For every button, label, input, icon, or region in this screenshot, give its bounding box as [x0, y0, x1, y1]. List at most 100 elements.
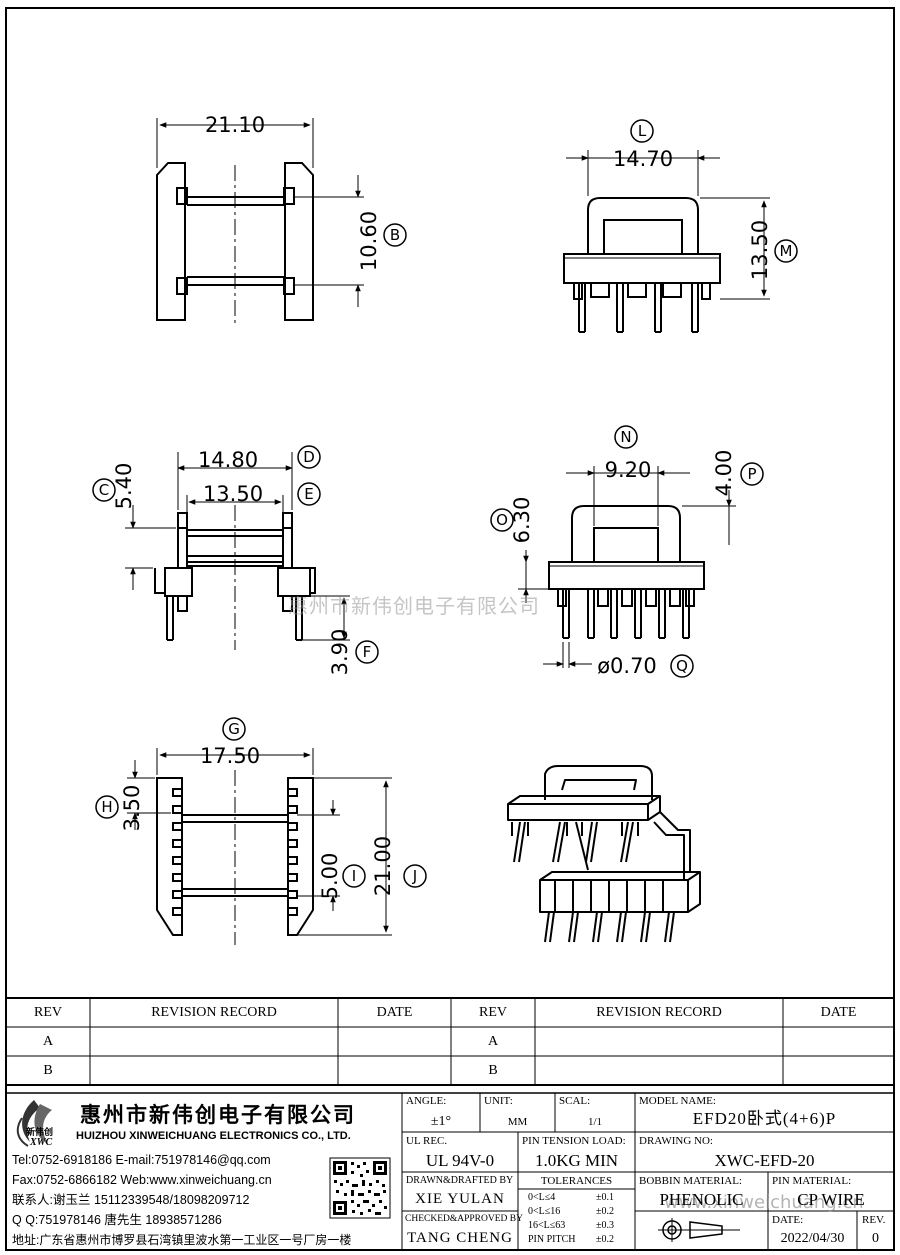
callout-m: M	[780, 242, 793, 260]
pin-tension-value: 1.0KG MIN	[534, 1151, 619, 1170]
company-name-cn: 惠州市新伟创电子有限公司	[80, 1104, 356, 1127]
date-value: 2022/04/30	[780, 1231, 845, 1246]
rev-header-1: REV	[34, 1005, 62, 1020]
watermark-center: 惠州市新伟创电子有限公司	[288, 594, 540, 618]
tol-range-2: 0<L≤16	[528, 1206, 561, 1217]
tol-value-2: ±0.2	[596, 1206, 614, 1217]
dim-bottom-pitch: 3.50	[120, 785, 144, 832]
dim-front-inner: 13.50	[203, 482, 263, 506]
tol-range-3: 16<L≤63	[528, 1220, 566, 1231]
pin-tension-label: PIN TENSION LOAD:	[522, 1135, 626, 1147]
dim-side-width: 14.70	[613, 147, 673, 171]
title-block-grid	[6, 1092, 894, 1250]
contact-fax: Fax:0752-6866182 Web:www.xinweichuang.cn	[12, 1173, 272, 1187]
callout-b: B	[390, 226, 400, 244]
dim-top-height: 10.60	[357, 211, 381, 271]
callout-c: C	[99, 481, 109, 499]
rev-row-b-left: B	[43, 1063, 53, 1078]
callout-letters: L M B D E C F N P O Q G H I J	[99, 122, 793, 885]
bobbin-material-value: PHENOLIC	[659, 1190, 744, 1209]
dim-end-width: 9.20	[605, 458, 652, 482]
callout-i: I	[352, 867, 356, 885]
unit-label: UNIT:	[484, 1095, 513, 1107]
tol-value-3: ±0.3	[596, 1220, 614, 1231]
revision-record-header-2: REVISION RECORD	[596, 1005, 722, 1020]
end-view	[548, 505, 705, 639]
rev-header-2: REV	[479, 1005, 507, 1020]
tol-value-1: ±0.1	[596, 1192, 614, 1203]
callout-j: J	[412, 867, 417, 885]
ul-rec-value: UL 94V-0	[425, 1151, 495, 1170]
callout-h: H	[101, 798, 112, 816]
ul-rec-label: UL REC.	[406, 1135, 448, 1147]
tol-range-4: PIN PITCH	[528, 1234, 576, 1245]
isometric-view	[507, 765, 701, 943]
angle-label: ANGLE:	[406, 1095, 447, 1107]
drawing-no-value: XWC-EFD-20	[714, 1151, 815, 1170]
checked-by-value: TANG CHENG	[407, 1230, 513, 1246]
qr-code	[329, 1157, 391, 1219]
sheet-border	[5, 7, 895, 1251]
scale-label: SCAL:	[559, 1095, 591, 1107]
dim-front-pin: 3.90	[328, 629, 352, 676]
contact-person: 联系人:谢玉兰 15112339548/18098209712	[12, 1193, 250, 1207]
dim-front-outer: 14.80	[198, 448, 258, 472]
callout-q: Q	[676, 657, 688, 675]
contact-qq: Q Q:751978146 唐先生 18938571286	[12, 1213, 222, 1227]
drawing-no-label: DRAWING NO:	[639, 1135, 713, 1147]
contact-tel: Tel:0752-6918186 E-mail:751978146@qq.com	[12, 1153, 271, 1167]
drawn-by-value: XIE YULAN	[415, 1191, 505, 1207]
dim-top-width: 21.10	[205, 113, 265, 137]
callout-g: G	[228, 720, 240, 738]
rev-value: 0	[872, 1231, 879, 1246]
dim-bottom-height: 21.00	[371, 836, 395, 896]
bobbin-material-label: BOBBIN MATERIAL:	[639, 1175, 742, 1187]
callout-d: D	[303, 448, 315, 466]
revision-record-header-1: REVISION RECORD	[151, 1005, 277, 1020]
model-name-label: MODEL NAME:	[639, 1095, 716, 1107]
top-view	[156, 162, 314, 325]
date-header-2: DATE	[820, 1005, 857, 1020]
date-header-1: DATE	[376, 1005, 413, 1020]
logo-en: XWC	[30, 1137, 53, 1148]
projection-symbol	[658, 1218, 740, 1242]
date-label: DATE:	[772, 1214, 804, 1226]
rev-label: REV.	[862, 1214, 886, 1226]
bottom-view	[156, 770, 314, 945]
front-view	[154, 505, 316, 650]
callout-o: O	[496, 511, 508, 529]
callout-f: F	[363, 643, 372, 661]
pin-material-label: PIN MATERIAL:	[772, 1175, 852, 1187]
revision-table-grid	[6, 997, 894, 1086]
rev-row-b-right: B	[488, 1063, 498, 1078]
checked-by-label: CHECKED&APPROVED BY	[405, 1214, 523, 1224]
model-name-value: EFD20卧式(4+6)P	[692, 1109, 837, 1128]
callout-n: N	[620, 428, 631, 446]
dim-pin-dia: ø0.70	[597, 654, 657, 678]
dim-front-flange: 5.40	[112, 463, 136, 510]
callout-circles	[92, 119, 798, 888]
angle-value: ±1°	[430, 1114, 452, 1129]
unit-value: MM	[507, 1116, 528, 1128]
rev-row-a-left: A	[42, 1034, 54, 1049]
tol-value-4: ±0.2	[596, 1234, 614, 1245]
watermark-footer: www.xinweichuang.cn	[664, 1192, 864, 1213]
dim-side-height: 13.50	[748, 220, 772, 280]
pin-material-value: CP WIRE	[797, 1190, 865, 1209]
dim-end-top: 4.00	[712, 450, 736, 497]
logo-cn: 新伟创	[26, 1127, 54, 1137]
callout-e: E	[304, 485, 313, 503]
scale-value: 1/1	[587, 1116, 603, 1128]
callout-l: L	[638, 122, 647, 140]
dim-bottom-width: 17.50	[200, 744, 260, 768]
callout-p: P	[747, 465, 756, 483]
drawn-by-label: DRAWN&DRAFTED BY	[406, 1175, 514, 1186]
company-logo	[16, 1100, 52, 1147]
dimension-labels: 21.10 10.60 14.70 13.50 14.80 13.50 5.40…	[112, 113, 772, 899]
tol-range-1: 0<L≤4	[528, 1192, 556, 1203]
dim-bottom-gap: 5.00	[318, 853, 342, 900]
side-view	[563, 197, 721, 333]
company-name-en: HUIZHOU XINWEICHUANG ELECTRONICS CO., LT…	[76, 1130, 351, 1142]
contact-address: 地址:广东省惠州市博罗县石湾镇里波水第一工业区一号厂房一楼	[12, 1233, 352, 1247]
dim-end-height: 6.30	[510, 497, 534, 544]
